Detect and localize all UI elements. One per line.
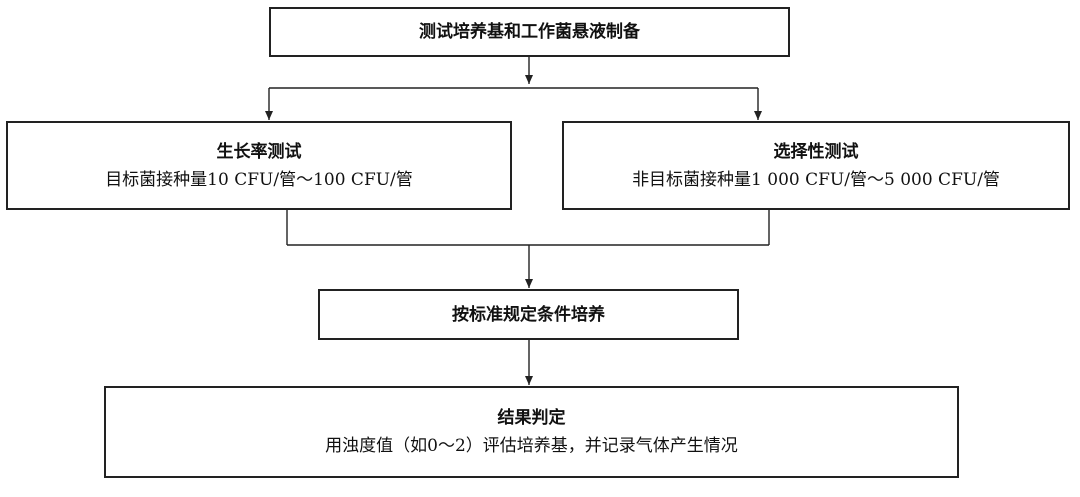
selectivity-test-detail: 非目标菌接种量1 000 CFU/管～5 000 CFU/管 <box>632 169 1000 190</box>
growth-test-detail: 目标菌接种量10 CFU/管～100 CFU/管 <box>105 169 413 190</box>
selectivity-test-title: 选择性测试 <box>773 141 859 162</box>
box-preparation: 测试培养基和工作菌悬液制备 <box>269 7 790 57</box>
box-culture-conditions: 按标准规定条件培养 <box>318 289 739 340</box>
box-growth-rate-test: 生长率测试 目标菌接种量10 CFU/管～100 CFU/管 <box>6 121 512 210</box>
result-title: 结果判定 <box>497 408 566 428</box>
box-result-judgement: 结果判定 用浊度值（如0～2）评估培养基，并记录气体产生情况 <box>104 386 959 478</box>
box-selectivity-test: 选择性测试 非目标菌接种量1 000 CFU/管～5 000 CFU/管 <box>562 121 1070 210</box>
growth-test-title: 生长率测试 <box>216 141 302 162</box>
culture-title: 按标准规定条件培养 <box>452 304 605 325</box>
result-detail: 用浊度值（如0～2）评估培养基，并记录气体产生情况 <box>325 436 738 456</box>
preparation-title: 测试培养基和工作菌悬液制备 <box>419 22 640 42</box>
